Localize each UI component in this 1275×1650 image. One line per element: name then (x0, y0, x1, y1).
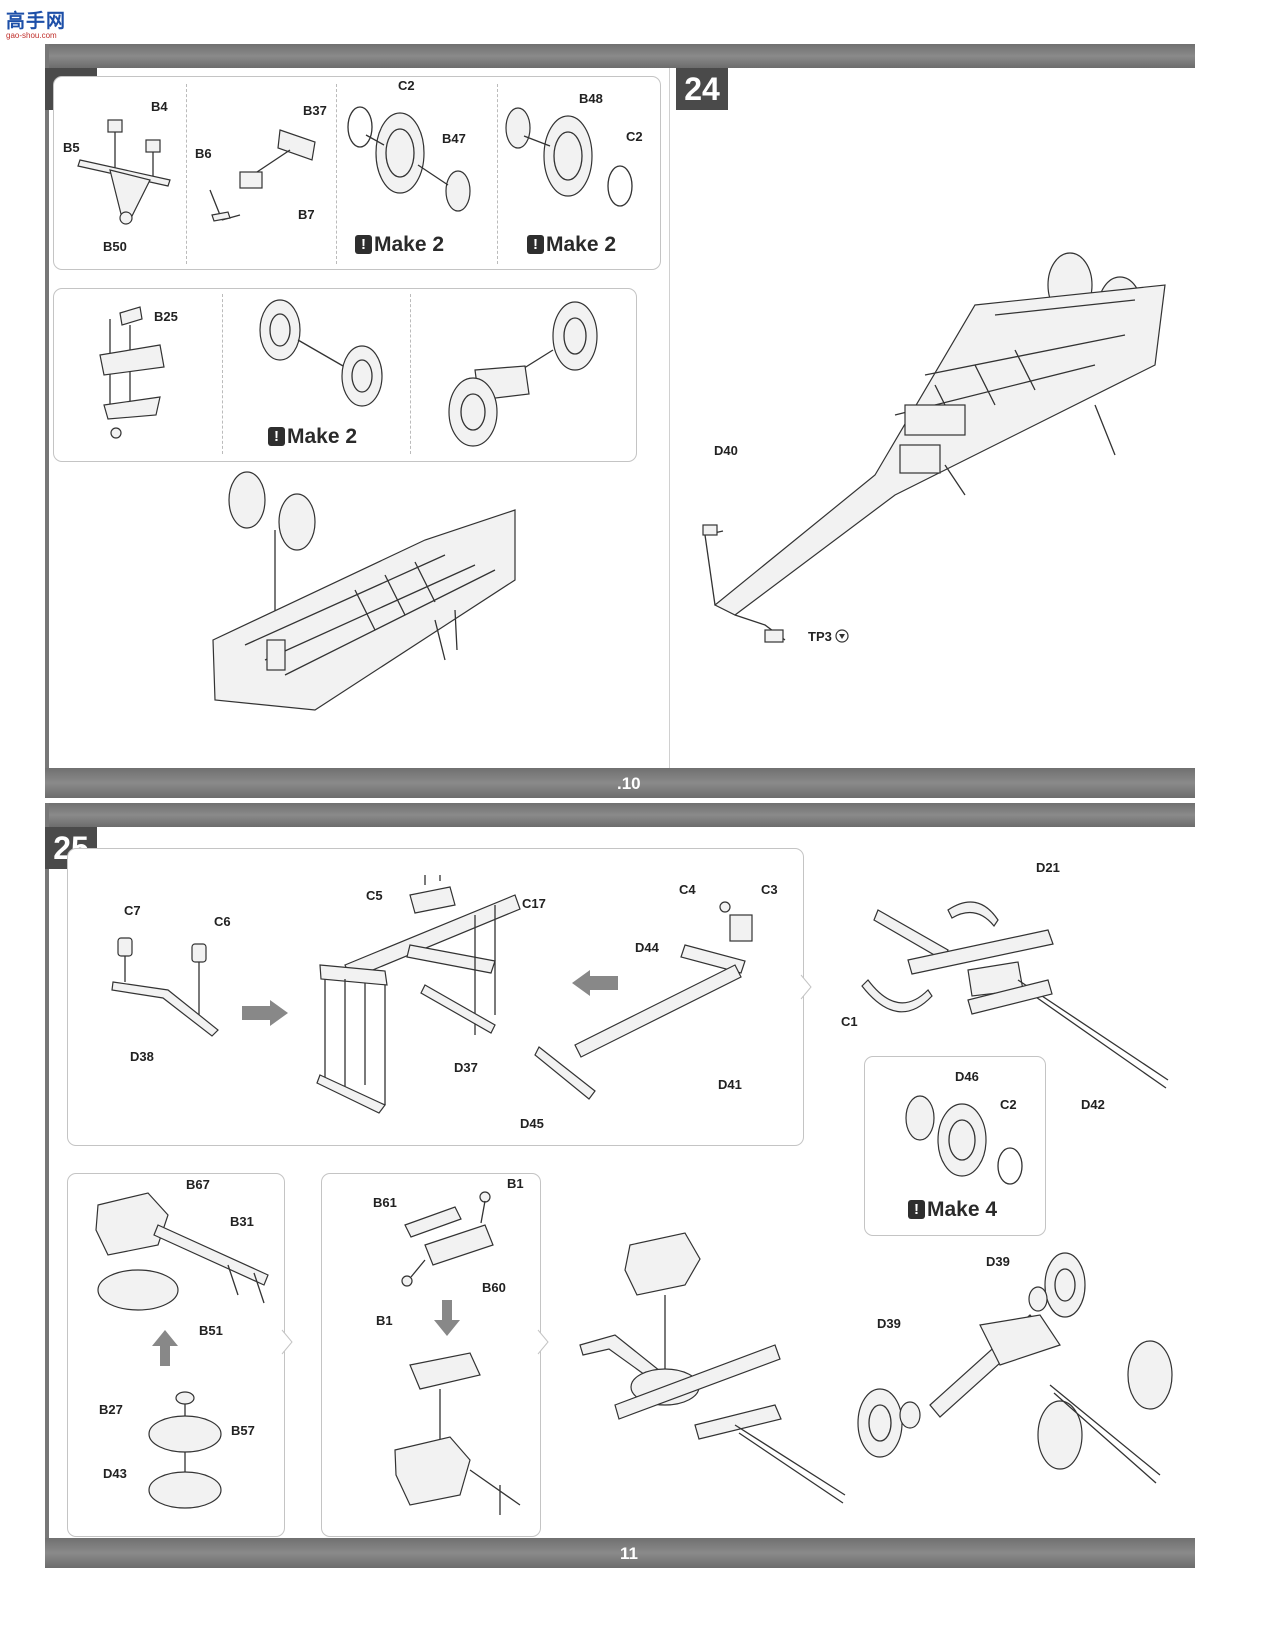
part-label-c4: C4 (679, 882, 696, 897)
part-label-b4: B4 (151, 99, 168, 114)
part-label-d45: D45 (520, 1116, 544, 1131)
bracket-on-turntable-drawing (394, 1352, 521, 1515)
axle-bracket-drawing (99, 306, 165, 439)
panel-pointer (537, 1329, 549, 1355)
part-label-b1: B1 (376, 1313, 393, 1328)
part-label-b60: B60 (482, 1280, 506, 1295)
wheel-assembly-drawing (505, 107, 633, 207)
page-number: .10 (617, 774, 641, 793)
direction-arrow-left-icon (572, 970, 618, 996)
turntable-discs-drawing (148, 1391, 222, 1509)
part-label-c6: C6 (214, 914, 231, 929)
part-label-d41: D41 (718, 1077, 742, 1092)
wheeled-dolly-drawing (857, 1252, 1173, 1484)
up-arrow-icon (152, 1330, 178, 1366)
turntable-bracket-drawing (95, 1192, 269, 1311)
part-label-b50: B50 (103, 239, 127, 254)
part-label-b57: B57 (231, 1423, 255, 1438)
spring-mount-drawing (209, 129, 316, 222)
spring-arm-drawing (111, 937, 219, 1037)
page-bottom-bar (45, 1538, 1195, 1568)
part-label-b51: B51 (199, 1323, 223, 1338)
leaf-spring-axle-drawing (316, 875, 521, 1114)
make-text: Make 2 (374, 233, 445, 256)
part-label-d46: D46 (955, 1069, 979, 1084)
divider (186, 84, 187, 264)
page-number: 11 (620, 1544, 638, 1563)
part-label-b5: B5 (63, 140, 80, 155)
part-label-c7: C7 (124, 903, 141, 918)
part-label-d37: D37 (454, 1060, 478, 1075)
part-label-c2: C2 (1000, 1097, 1017, 1112)
exclamation-icon: ! (268, 427, 285, 446)
panel-pointer (281, 1329, 293, 1355)
part-label-c1: C1 (841, 1014, 858, 1029)
axle-beam-drawing (534, 901, 753, 1100)
down-arrow-icon (434, 1300, 460, 1336)
exclamation-icon: ! (355, 235, 372, 254)
part-label-c2: C2 (626, 129, 643, 144)
make-text: Make 2 (287, 425, 358, 448)
part-label-b31: B31 (230, 1214, 254, 1229)
bogie-with-wheels-drawing (448, 301, 598, 447)
part-label-d39: D39 (877, 1316, 901, 1331)
exclamation-icon: ! (527, 235, 544, 254)
part-label-d42: D42 (1081, 1097, 1105, 1112)
glue-icon (835, 629, 849, 643)
direction-arrow-right-icon (242, 1000, 288, 1026)
part-label-d43: D43 (103, 1466, 127, 1481)
part-label-b47: B47 (442, 131, 466, 146)
divider (497, 84, 498, 264)
make-text: Make 4 (927, 1198, 998, 1221)
exclamation-icon: ! (908, 1200, 925, 1219)
divider (410, 294, 411, 454)
logo-text: 高手网 (6, 11, 67, 32)
part-label-d39: D39 (986, 1254, 1010, 1269)
part-label-b7: B7 (298, 207, 315, 222)
dual-wheel-axle-drawing (259, 299, 383, 407)
trailer-rear-section-drawing (212, 471, 516, 711)
part-label-c17: C17 (522, 896, 546, 911)
part-label-b61: B61 (373, 1195, 397, 1210)
bracket-parts-drawing (401, 1191, 494, 1287)
wheel-assembly-drawing (905, 1095, 1023, 1185)
suspension-arm-drawing (77, 119, 171, 225)
part-label-c5: C5 (366, 888, 383, 903)
page-bottom-bar (45, 768, 1195, 798)
site-logo: 高手网 gao-shou.com (6, 6, 66, 40)
part-label-b67: B67 (186, 1177, 210, 1192)
logo-subtext: gao-shou.com (6, 31, 57, 40)
part-label-c3: C3 (761, 882, 778, 897)
part-label-d40: D40 (714, 443, 738, 458)
page-divider (669, 68, 670, 768)
page-left-edge (45, 803, 49, 1538)
page-left-edge (45, 44, 49, 774)
part-label-b25: B25 (154, 309, 178, 324)
step-24-number: 24 (676, 68, 728, 110)
full-trailer-chassis-drawing (702, 252, 1166, 643)
wheel-assembly-drawing (347, 106, 471, 212)
part-label-b48: B48 (579, 91, 603, 106)
part-label-b6: B6 (195, 146, 212, 161)
make-text: Make 2 (546, 233, 617, 256)
turntable-on-axle-drawing (579, 1232, 846, 1504)
part-label-b1: B1 (507, 1176, 524, 1191)
make-2-note: !Make 2 (527, 233, 616, 257)
part-label-d38: D38 (130, 1049, 154, 1064)
page-top-bar (45, 803, 1195, 827)
part-label-d44: D44 (635, 940, 659, 955)
part-label-d21: D21 (1036, 860, 1060, 875)
divider (222, 294, 223, 454)
part-label-b37: B37 (303, 103, 327, 118)
make-4-note: !Make 4 (908, 1198, 997, 1222)
divider (336, 84, 337, 264)
part-label-b27: B27 (99, 1402, 123, 1417)
part-label-c2: C2 (398, 78, 415, 93)
make-2-note: !Make 2 (268, 425, 357, 449)
panel-pointer (800, 974, 812, 1000)
part-label-tp3: TP3 (808, 629, 832, 644)
page-top-bar (45, 44, 1195, 68)
make-2-note: !Make 2 (355, 233, 444, 257)
axle-with-fenders-drawing (861, 901, 1169, 1089)
